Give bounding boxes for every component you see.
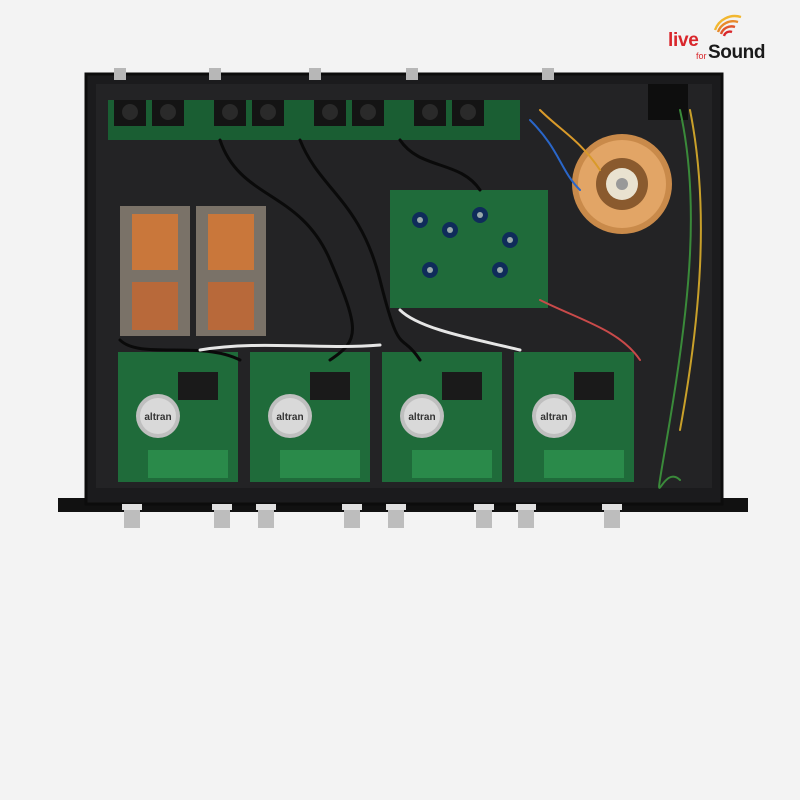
front-knob — [386, 504, 406, 528]
altran-transformer: altran — [268, 394, 312, 438]
livesound-logo: live for Sound — [668, 14, 790, 63]
altran-transformer: altran — [136, 394, 180, 438]
front-knob — [516, 504, 536, 528]
capacitor — [412, 212, 428, 228]
xlr-connector — [252, 100, 284, 126]
signal-waves-icon — [713, 14, 742, 37]
altran-transformer: altran — [532, 394, 576, 438]
front-knob — [212, 504, 232, 528]
toroid-transformer — [572, 134, 672, 234]
altran-transformer: altran — [400, 394, 444, 438]
altran-label: altran — [540, 412, 567, 423]
front-knob — [342, 504, 362, 528]
xlr-connector — [214, 100, 246, 126]
wiring-harness — [118, 109, 702, 489]
front-knob — [474, 504, 494, 528]
capacitor — [422, 262, 438, 278]
xlr-connector — [152, 100, 184, 126]
logo-word-sound: Sound — [708, 42, 766, 63]
xlr-connector — [414, 100, 446, 126]
rear-jack-nut — [114, 68, 126, 80]
rear-jack-nut — [309, 68, 321, 80]
front-knob — [122, 504, 142, 528]
output-transformers — [120, 206, 266, 336]
xlr-connector — [352, 100, 384, 126]
xlr-connector — [452, 100, 484, 126]
front-knob — [256, 504, 276, 528]
channel-board: altran — [250, 352, 370, 482]
channel-board: altran — [382, 352, 502, 482]
front-knobs — [122, 504, 622, 528]
channel-board: altran — [514, 352, 634, 482]
capacitor — [472, 207, 488, 223]
rear-jack-nut — [542, 68, 554, 80]
altran-label: altran — [408, 412, 435, 423]
capacitor — [502, 232, 518, 248]
altran-label: altran — [276, 412, 303, 423]
rear-jack-nut — [406, 68, 418, 80]
capacitor — [492, 262, 508, 278]
capacitor — [442, 222, 458, 238]
channel-board: altran — [118, 352, 238, 482]
power-supply-board — [390, 190, 548, 308]
rear-jack-nut — [209, 68, 221, 80]
front-knob — [602, 504, 622, 528]
logo-word-live: live — [668, 30, 699, 51]
logo-word-for: for — [696, 51, 707, 61]
xlr-connector — [114, 100, 146, 126]
xlr-connector — [314, 100, 346, 126]
rear-connector-strip — [108, 100, 520, 140]
altran-label: altran — [144, 412, 171, 423]
